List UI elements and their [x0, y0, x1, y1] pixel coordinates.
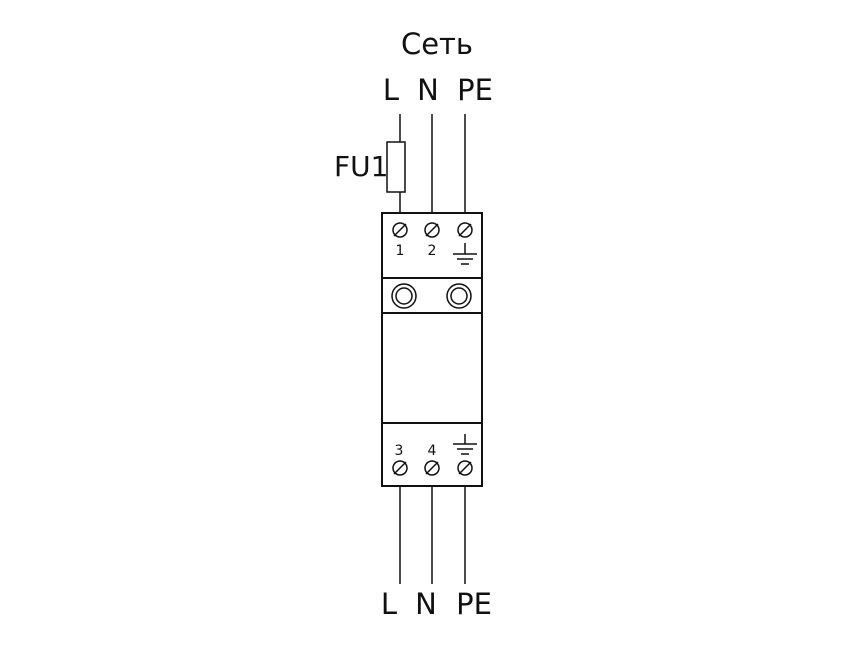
ground-icon	[453, 243, 477, 265]
top-label-l: L	[383, 73, 399, 107]
bottom-label-pe: PE	[456, 587, 492, 621]
bottom-label-n: N	[415, 587, 437, 621]
terminal-4-label: 4	[428, 443, 437, 459]
terminal-1-label: 1	[396, 243, 405, 259]
top-label-pe: PE	[457, 73, 493, 107]
round-button-icon	[391, 283, 417, 309]
fuse-label: FU1	[334, 150, 388, 183]
terminal-3-label: 3	[395, 443, 404, 459]
bottom-label-l: L	[381, 587, 397, 621]
screw-terminal-icon	[457, 460, 473, 476]
screw-terminal-icon	[392, 222, 408, 238]
terminal-2-label: 2	[428, 243, 437, 259]
fuse-symbol	[386, 141, 406, 193]
network-title: Сеть	[401, 27, 473, 61]
top-label-n: N	[417, 73, 439, 107]
screw-terminal-icon	[424, 222, 440, 238]
screw-terminal-icon	[424, 460, 440, 476]
screw-terminal-icon	[392, 460, 408, 476]
round-button-icon	[446, 283, 472, 309]
screw-terminal-icon	[457, 222, 473, 238]
ground-icon	[453, 434, 477, 455]
